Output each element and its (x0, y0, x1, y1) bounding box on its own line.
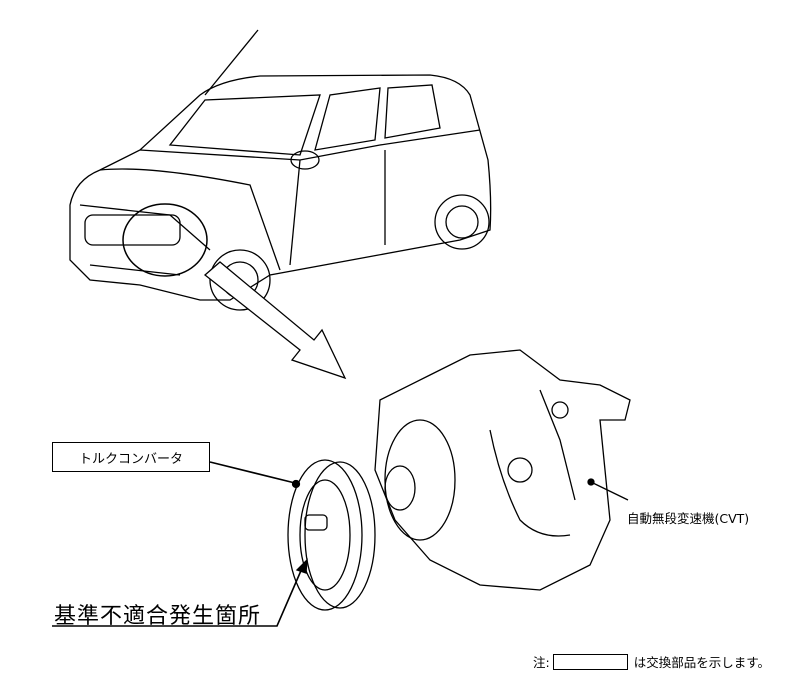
torque-converter-label: トルクコンバータ (52, 442, 210, 472)
replacement-part-swatch (552, 653, 628, 670)
defect-leader (52, 565, 304, 627)
cvt-leader-line (592, 482, 629, 501)
legend-note: 注: は交換部品を示します。 (533, 652, 770, 671)
torque-converter-text: トルクコンバータ (78, 451, 183, 467)
note-text: は交換部品を示します。 (633, 655, 770, 670)
defect-location-label: 基準不適合発生箇所 (54, 604, 262, 629)
tc-leader-line (209, 461, 296, 484)
highlight-circle (122, 203, 208, 277)
zoom-arrow (203, 261, 347, 380)
cvt-leader-dot (587, 478, 595, 486)
torque-converter-illustration (287, 459, 376, 611)
leader-line-top (204, 29, 259, 96)
car-illustration (69, 74, 492, 311)
note-prefix: 注: (533, 655, 550, 670)
cvt-illustration (374, 349, 631, 591)
tc-leader-dot (291, 479, 301, 489)
cvt-label: 自動無段変速機(CVT) (627, 511, 750, 526)
